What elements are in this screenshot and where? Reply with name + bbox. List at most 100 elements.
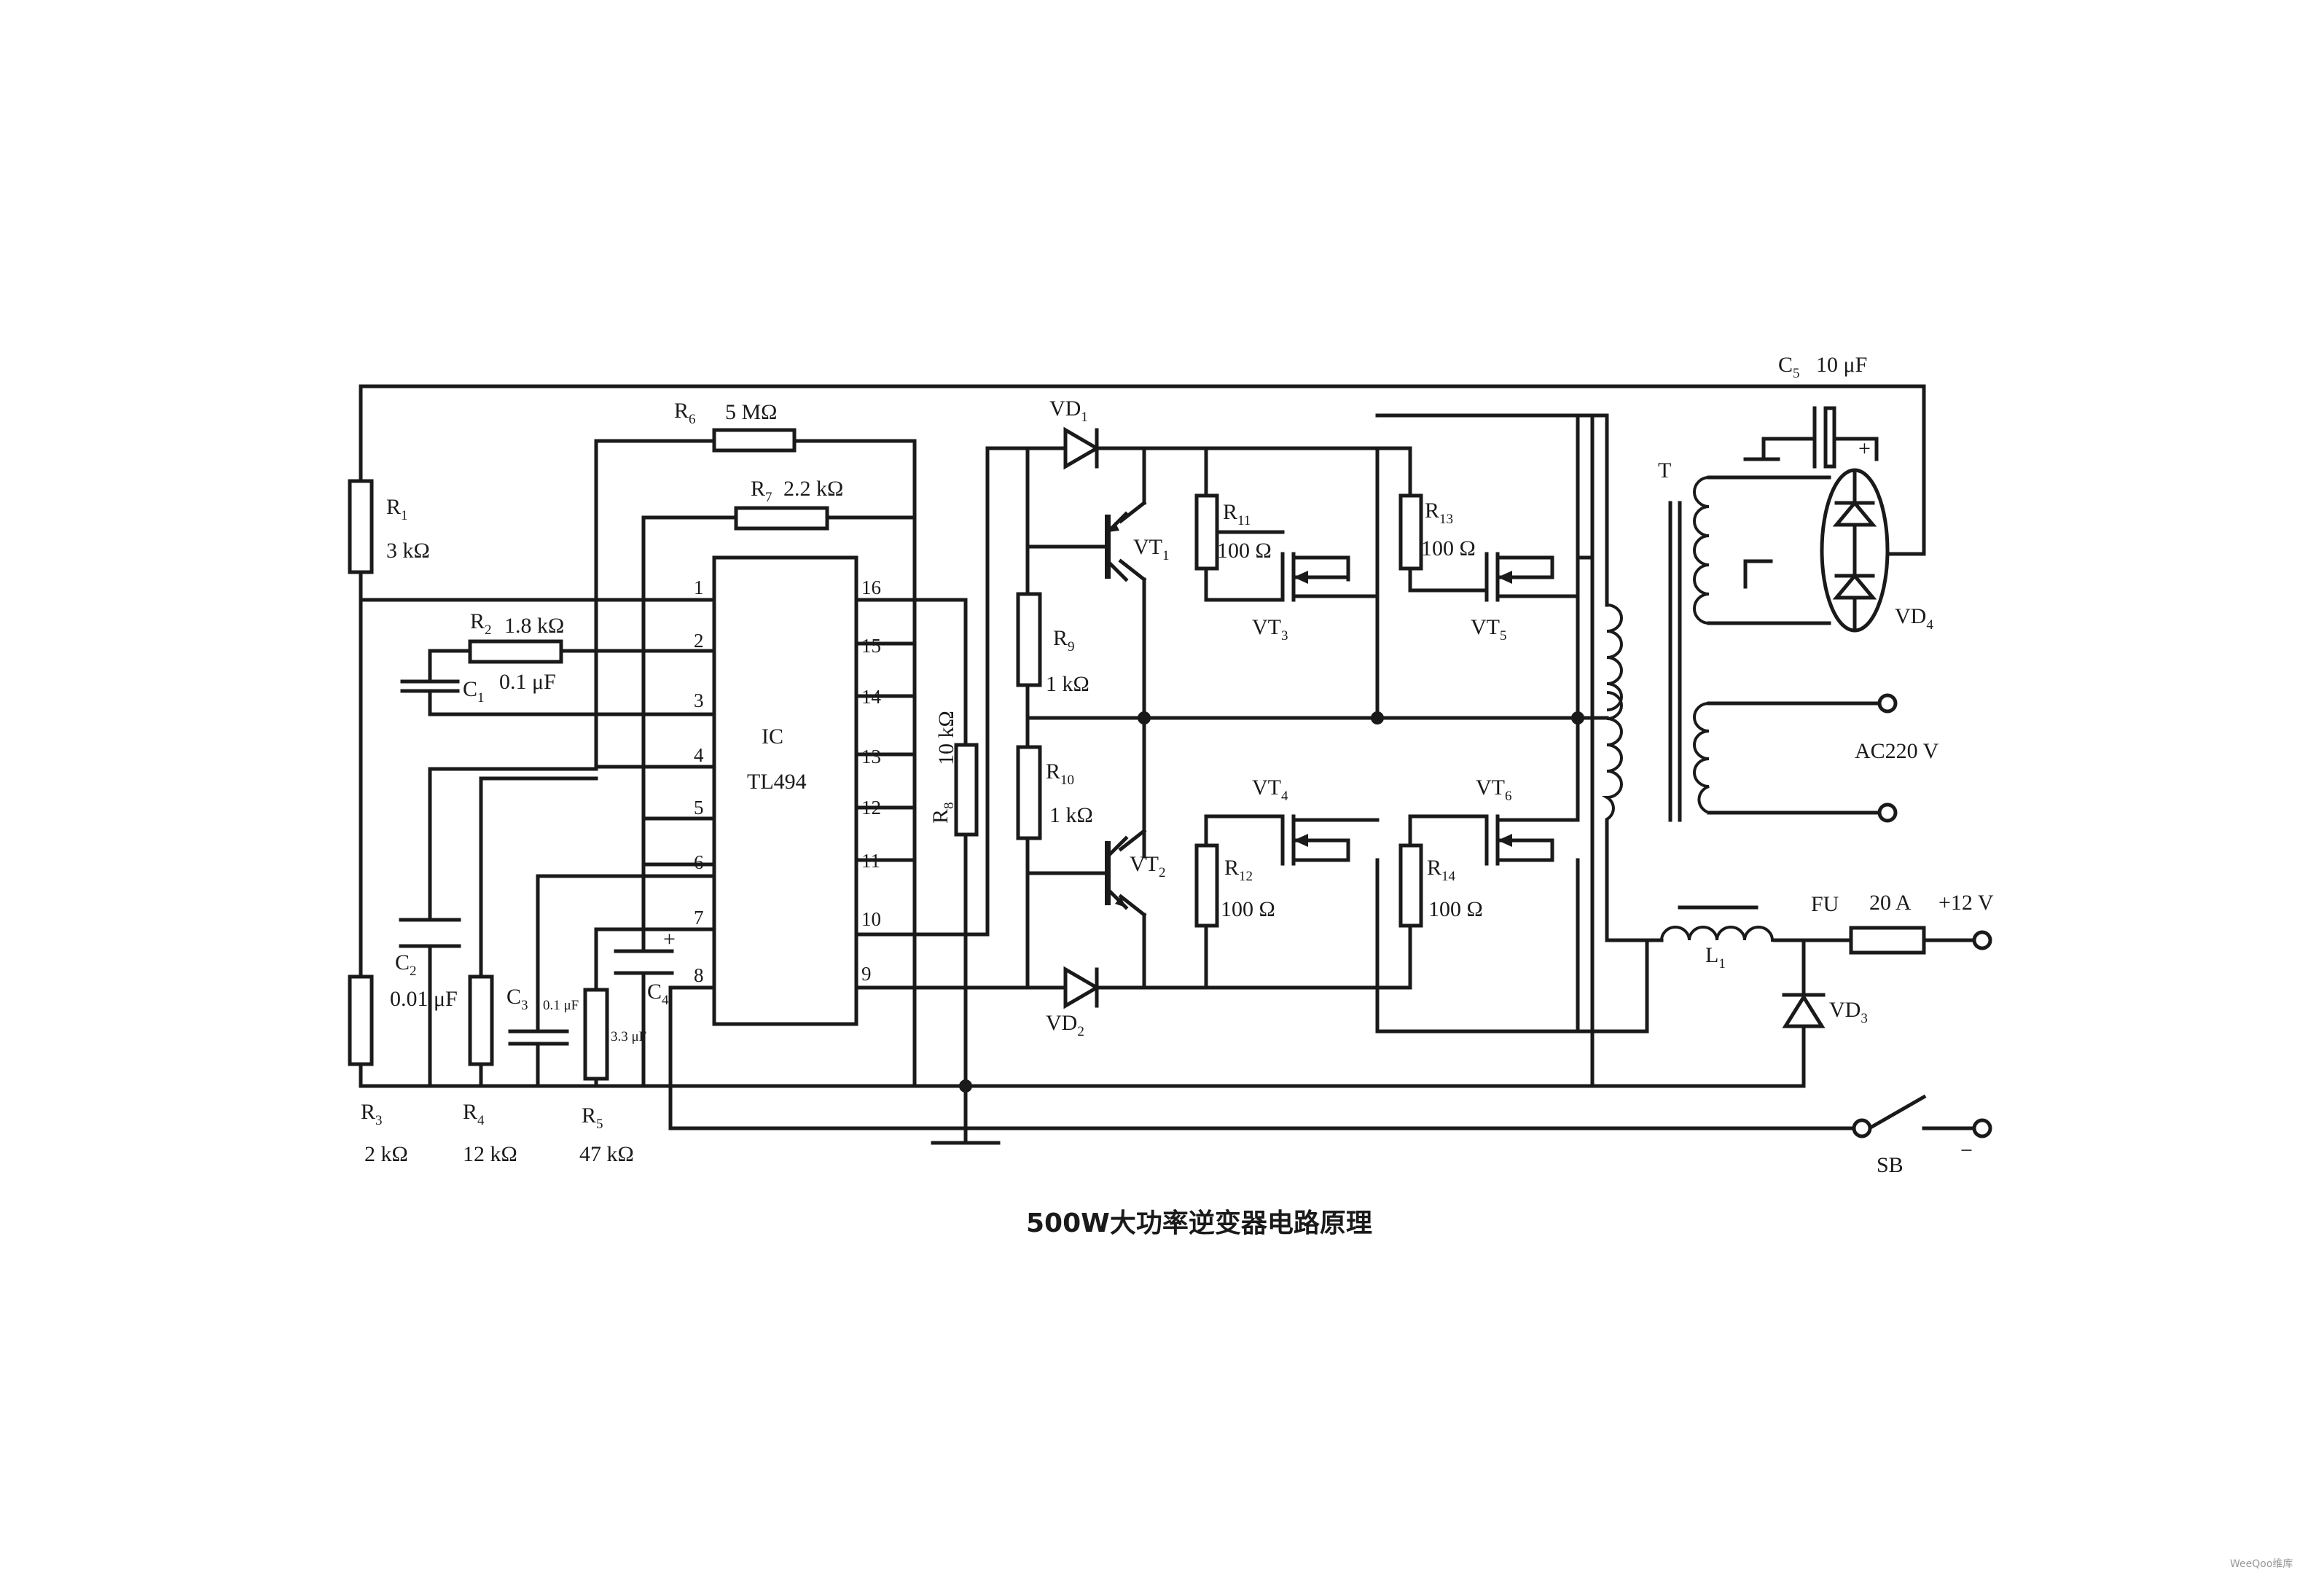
resistor-r6: R6 5 MΩ [674,399,797,453]
output-terminals: AC220 V [1855,693,1939,823]
pin-7: 7 [694,907,704,929]
pin-8: 8 [694,964,704,986]
pin-2: 2 [694,630,704,652]
capacitor-c4: + C4 3.3 μF [611,927,676,1044]
svg-text:R7: R7 [751,477,772,505]
resistor-r11: R11 100 Ω [1194,493,1272,571]
transformer-t: T [1601,458,1710,822]
mosfet-vt5: VT5 [1471,571,1512,644]
capacitor-c1: C1 0.1 μF [400,670,556,706]
diode-vd3: VD3 [1782,993,1868,1028]
resistor-r12: R12 100 Ω [1194,843,1275,928]
svg-text:100 Ω: 100 Ω [1428,897,1483,921]
svg-text:VT6: VT6 [1476,776,1512,804]
resistor-r9: R9 1 kΩ [1016,592,1089,696]
switch-sb: SB [1852,1118,1904,1177]
pin-9: 9 [861,963,872,985]
svg-text:2.2 kΩ: 2.2 kΩ [783,477,843,501]
pin-11: 11 [861,850,880,872]
svg-text:VD3: VD3 [1829,998,1868,1026]
svg-text:VT2: VT2 [1130,852,1166,880]
wires [359,384,1977,1145]
pin-14: 14 [861,686,882,708]
diode-vd2: VD2 [1046,966,1100,1039]
diagram-caption: 500W大功率逆变器电路原理 [1026,1208,1372,1238]
svg-text:0.1 μF: 0.1 μF [499,670,556,694]
svg-text:FU: FU [1811,892,1839,916]
svg-text:R11: R11 [1223,500,1251,528]
resistor-r14: R14 100 Ω [1398,843,1483,928]
svg-text:R8: R8 [928,802,957,824]
junctions [959,711,1584,1093]
ic-tl494: IC TL494 1 2 3 4 5 6 7 8 16 15 14 13 12 … [694,555,882,1026]
ic-designator: IC [762,724,783,749]
resistor-r3: R3 2 kΩ [348,974,408,1166]
resistor-r13: R13 100 Ω [1398,493,1476,571]
pin-16: 16 [861,577,881,598]
svg-text:VD2: VD2 [1046,1011,1084,1039]
svg-text:VT4: VT4 [1252,776,1288,804]
fuse-fu: FU 20 A [1811,891,1926,955]
svg-text:R12: R12 [1224,856,1253,884]
resistor-r2: R2 1.8 kΩ [468,609,564,664]
svg-text:1 kΩ: 1 kΩ [1046,672,1089,696]
svg-text:R6: R6 [674,399,696,427]
transistor-vt2: VT2 [1105,835,1166,910]
svg-text:3 kΩ: 3 kΩ [386,539,430,563]
svg-text:+: + [1858,437,1871,461]
pin-6: 6 [694,851,704,873]
svg-text:12 kΩ: 12 kΩ [463,1142,517,1166]
svg-text:100 Ω: 100 Ω [1221,897,1275,921]
supply-terminals: +12 V − [1938,891,1994,1163]
diode-vd1: VD1 [1049,396,1100,470]
capacitor-c3: C3 0.1 μF [506,985,579,1046]
pin-10: 10 [861,908,881,930]
svg-text:100 Ω: 100 Ω [1217,539,1272,563]
svg-text:L1: L1 [1705,943,1726,972]
mosfet-vt6: VT6 [1476,776,1512,847]
svg-text:SB: SB [1877,1153,1904,1177]
svg-text:T: T [1658,458,1671,483]
resistor-r1: R1 3 kΩ [348,479,430,574]
svg-text:VT1: VT1 [1133,535,1170,563]
svg-text:R5: R5 [582,1103,603,1132]
svg-text:VT3: VT3 [1252,615,1288,644]
svg-text:AC220 V: AC220 V [1855,739,1939,763]
svg-text:R14: R14 [1427,856,1456,884]
ic-part: TL494 [747,770,807,794]
diode-vd4-bridge: VD4 [1820,468,1933,633]
mosfet-vt3: VT3 [1252,571,1308,644]
capacitor-c5: C5 10 μF + [1778,353,1871,469]
svg-text:R1: R1 [386,495,408,523]
svg-text:C5: C5 [1778,353,1800,381]
svg-text:R2: R2 [470,609,492,638]
svg-text:0.1 μF: 0.1 μF [543,998,579,1013]
svg-text:R3: R3 [361,1100,383,1128]
pin-15: 15 [861,635,881,657]
pin-12: 12 [861,797,881,819]
inductor-l1: L1 [1660,905,1775,972]
resistor-r5: R5 47 kΩ [579,988,634,1166]
svg-text:1.8 kΩ: 1.8 kΩ [504,614,564,638]
resistor-r7: R7 2.2 kΩ [734,477,843,531]
svg-text:5 MΩ: 5 MΩ [725,400,777,424]
svg-text:2 kΩ: 2 kΩ [364,1142,408,1166]
svg-text:+12 V: +12 V [1938,891,1994,915]
svg-text:10 kΩ: 10 kΩ [934,711,958,765]
watermark: WeeQoo维库 [2230,1558,2293,1570]
svg-text:R4: R4 [463,1100,485,1128]
pin-13: 13 [861,746,881,767]
svg-text:R9: R9 [1053,626,1075,655]
pin-4: 4 [694,744,704,766]
svg-text:VT5: VT5 [1471,615,1507,644]
resistor-r8: 10 kΩ R8 [928,711,979,837]
svg-text:+: + [663,927,676,951]
resistor-r4: R4 12 kΩ [463,974,517,1166]
svg-text:3.3 μF: 3.3 μF [611,1029,646,1044]
pin-5: 5 [694,797,704,819]
svg-text:R13: R13 [1425,499,1453,527]
svg-text:20 A: 20 A [1869,891,1912,915]
svg-text:C1: C1 [463,677,485,706]
pin-3: 3 [694,690,704,711]
